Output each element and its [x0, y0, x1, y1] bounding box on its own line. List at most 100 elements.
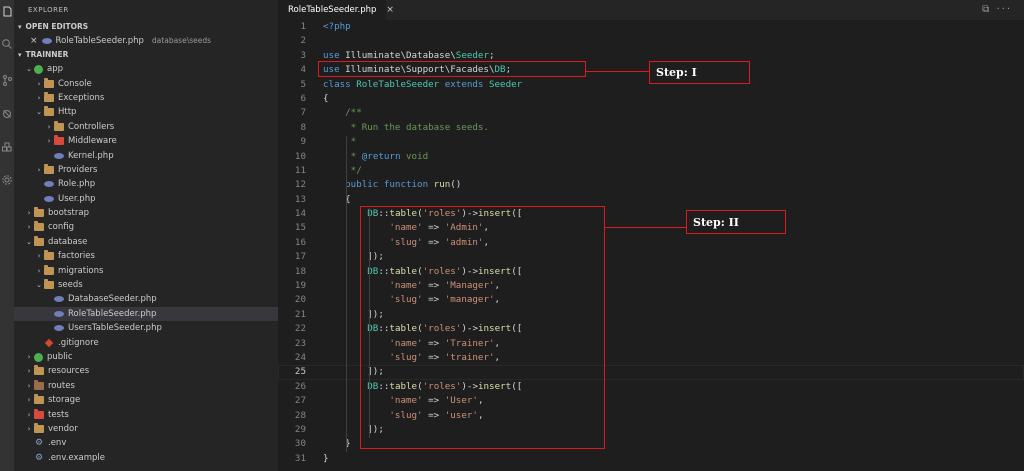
- tree-item[interactable]: ⚙.env.example: [14, 451, 278, 465]
- code-line[interactable]: 30 }: [278, 437, 1024, 451]
- code-line[interactable]: 16 'slug' => 'admin',: [278, 236, 1024, 250]
- line-number: 25: [294, 366, 306, 378]
- open-editors-label: OPEN EDITORS: [25, 22, 89, 31]
- tree-item[interactable]: ›Controllers: [14, 120, 278, 134]
- tree-item[interactable]: User.php: [14, 192, 278, 206]
- tree-item-label: database: [48, 236, 88, 247]
- code-token: 'Manager': [444, 280, 495, 292]
- line-number: 29: [294, 423, 306, 435]
- code-token: ,: [494, 337, 501, 349]
- source-control-icon[interactable]: [1, 74, 13, 86]
- tree-item[interactable]: ›storage: [14, 393, 278, 407]
- code-line[interactable]: 24 'slug' => 'trainer',: [278, 351, 1024, 365]
- tree-item[interactable]: UsersTableSeeder.php: [14, 321, 278, 335]
- code-line[interactable]: 29 ]);: [278, 423, 1024, 437]
- tree-item[interactable]: ›public: [14, 350, 278, 364]
- tree-item[interactable]: ›factories: [14, 249, 278, 263]
- code-line[interactable]: 26 DB::table('roles')->insert([: [278, 380, 1024, 394]
- tree-item[interactable]: ›vendor: [14, 422, 278, 436]
- code-line[interactable]: 15 'name' => 'Admin',: [278, 221, 1024, 235]
- tree-item[interactable]: ›bootstrap: [14, 206, 278, 220]
- tree-item[interactable]: RoleTableSeeder.php: [14, 306, 278, 322]
- code-line[interactable]: 31}: [278, 452, 1024, 466]
- tree-item[interactable]: .gitignore: [14, 335, 278, 349]
- tree-item[interactable]: ›Providers: [14, 163, 278, 177]
- tab-close-icon[interactable]: ×: [386, 5, 394, 15]
- tree-item[interactable]: ⌄seeds: [14, 278, 278, 292]
- code-token: 'roles': [422, 265, 462, 277]
- code-line[interactable]: 17 ]);: [278, 250, 1024, 264]
- line-number: 7: [300, 107, 306, 119]
- tree-item[interactable]: ›Exceptions: [14, 91, 278, 105]
- tab-role-table-seeder[interactable]: RoleTableSeeder.php ×: [278, 0, 394, 20]
- code-line[interactable]: 28 'slug' => 'user',: [278, 409, 1024, 423]
- code-line[interactable]: 14 DB::table('roles')->insert([: [278, 207, 1024, 221]
- search-icon[interactable]: [1, 38, 13, 50]
- open-editor-item[interactable]: × RoleTableSeeder.php database\seeds: [14, 34, 278, 48]
- code-line[interactable]: 2: [278, 34, 1024, 48]
- folder-icon: [44, 264, 54, 275]
- folder-icon: [34, 422, 44, 433]
- step-2-highlight-box: [360, 206, 605, 449]
- code-text: 'name' => 'Manager',: [323, 279, 500, 293]
- open-editors-header[interactable]: ▾ OPEN EDITORS: [14, 20, 278, 34]
- code-token: Seeder: [488, 78, 523, 90]
- tree-item[interactable]: ⌄Http: [14, 105, 278, 119]
- code-line[interactable]: 6{: [278, 92, 1024, 106]
- code-token: Seeder: [455, 49, 489, 61]
- code-line[interactable]: 20 'slug' => 'manager',: [278, 293, 1024, 307]
- code-line[interactable]: 25 ]);: [278, 365, 1024, 380]
- code-token: run: [433, 179, 451, 191]
- code-line[interactable]: 12 public function run(): [278, 178, 1024, 192]
- close-icon[interactable]: ×: [30, 36, 38, 46]
- code-line[interactable]: 11 */: [278, 164, 1024, 178]
- tree-item[interactable]: DatabaseSeeder.php: [14, 292, 278, 306]
- code-text: public function run(): [323, 178, 461, 192]
- tree-item-label: public: [47, 352, 73, 362]
- tree-item[interactable]: ›Console: [14, 76, 278, 90]
- code-line[interactable]: 7 /**: [278, 106, 1024, 120]
- line-number: 23: [294, 337, 306, 349]
- code-line[interactable]: 8 * Run the database seeds.: [278, 121, 1024, 135]
- tree-item[interactable]: ›tests: [14, 407, 278, 421]
- code-line[interactable]: 13 {: [278, 193, 1024, 207]
- folder-icon: [34, 64, 43, 74]
- code-line[interactable]: 23 'name' => 'Trainer',: [278, 337, 1024, 351]
- folder-icon: [44, 106, 54, 117]
- tree-item[interactable]: ›Middleware: [14, 134, 278, 148]
- code-line[interactable]: 9 *: [278, 135, 1024, 149]
- tree-item[interactable]: Kernel.php: [14, 148, 278, 162]
- tree-item-label: config: [48, 222, 75, 233]
- code-token: insert: [477, 208, 512, 220]
- code-line[interactable]: 22 DB::table('roles')->insert([: [278, 322, 1024, 336]
- code-token: }: [323, 438, 351, 450]
- tree-item[interactable]: Role.php: [14, 177, 278, 191]
- code-token: 'trainer': [444, 351, 495, 363]
- tree-item[interactable]: ⌄app: [14, 62, 278, 76]
- gear-icon[interactable]: [1, 174, 13, 186]
- code-token: {: [323, 193, 351, 205]
- code-token: 'manager': [444, 294, 495, 306]
- tree-item[interactable]: ›migrations: [14, 263, 278, 277]
- code-line[interactable]: 10 * @return void: [278, 150, 1024, 164]
- code-line[interactable]: 27 'name' => 'User',: [278, 394, 1024, 408]
- editor-actions-icon[interactable]: ⧉ ···: [982, 4, 1012, 15]
- code-line[interactable]: 21 ]);: [278, 308, 1024, 322]
- project-header[interactable]: ▾ TRAINNER: [14, 48, 278, 62]
- tree-item[interactable]: ›config: [14, 220, 278, 234]
- code-line[interactable]: 18 DB::table('roles')->insert([: [278, 265, 1024, 279]
- debug-icon[interactable]: [1, 108, 13, 120]
- code-line[interactable]: 19 'name' => 'Manager',: [278, 279, 1024, 293]
- tree-item[interactable]: ⌄database: [14, 235, 278, 249]
- files-icon[interactable]: [1, 6, 13, 18]
- extensions-icon[interactable]: [1, 142, 13, 154]
- tree-item[interactable]: ›routes: [14, 379, 278, 393]
- tree-item[interactable]: ›resources: [14, 364, 278, 378]
- code-line[interactable]: 1<?php: [278, 20, 1024, 34]
- php-file-icon: [54, 325, 64, 332]
- tree-item[interactable]: ⚙.env: [14, 436, 278, 450]
